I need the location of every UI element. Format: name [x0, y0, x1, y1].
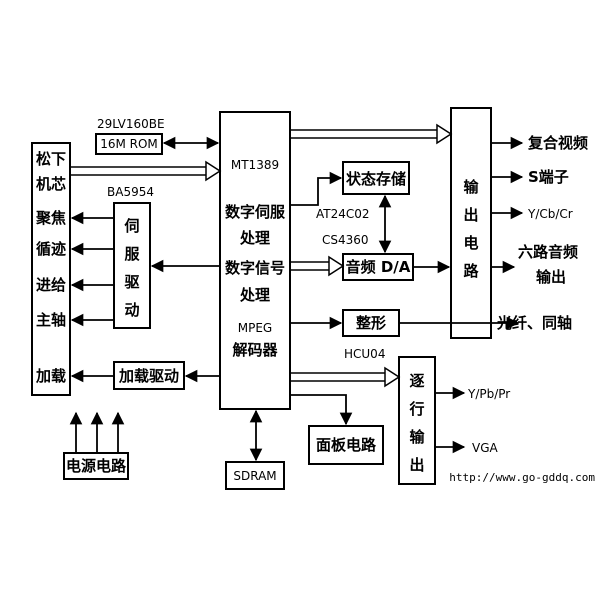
- power-box: [63, 452, 129, 480]
- ycbcr-label: Y/Cb/Cr: [527, 207, 573, 221]
- mt-to-storage-line: [290, 171, 343, 206]
- load-driver-label: 加载驱动: [118, 367, 179, 385]
- progressive-output-box: [398, 356, 436, 485]
- progressive-bus-arrowhead: [384, 366, 401, 388]
- servo-char-3: 驱: [124, 273, 139, 291]
- rom-label: 16M ROM: [100, 137, 158, 151]
- mt-title: MT1389: [231, 158, 279, 172]
- output-char-2: 出: [463, 206, 478, 224]
- prog-char-3: 输: [409, 428, 425, 446]
- hcu-chip-label: HCU04: [344, 347, 385, 361]
- output-char-3: 电: [463, 234, 478, 252]
- sdram-label: SDRAM: [233, 469, 276, 483]
- shaper-box: [342, 309, 400, 337]
- optical-coax-label: 光纤、同轴: [496, 314, 572, 332]
- mechanism-box: [31, 142, 71, 396]
- prog-char-4: 出: [409, 456, 424, 474]
- vga-label: VGA: [472, 441, 499, 455]
- mech-spindle: 主轴: [36, 311, 66, 329]
- output-char-4: 路: [463, 262, 479, 280]
- power-label: 电源电路: [66, 457, 127, 475]
- mech-load: 加载: [35, 367, 66, 385]
- sdram-box: [225, 461, 285, 490]
- video-bus-arrowhead: [436, 123, 453, 145]
- mt-line-3: 数字信号: [225, 259, 285, 277]
- output-circuit-box: [450, 107, 492, 339]
- mech-line-1: 松下: [36, 150, 66, 168]
- servo-char-1: 伺: [123, 217, 139, 235]
- mt-line-6: 解码器: [232, 341, 278, 359]
- rom-chip-label: 29LV160BE: [97, 117, 165, 131]
- panel-box: [308, 425, 384, 465]
- rom-box: [95, 133, 163, 155]
- shaper-label: 整形: [356, 314, 386, 332]
- mt-line-1: 数字伺服: [225, 203, 286, 221]
- signal-bus-arrowhead: [205, 160, 222, 182]
- watermark-url: http://www.go-gddq.com: [449, 471, 595, 484]
- s-video-label: S端子: [528, 168, 569, 186]
- state-storage-box: [342, 161, 410, 195]
- ypbpr-label: Y/Pb/Pr: [467, 387, 510, 401]
- mt-line-5: MPEG: [238, 321, 272, 335]
- mech-feed: 进给: [36, 276, 66, 294]
- audio-bus-arrowhead: [328, 255, 345, 277]
- mech-focus: 聚焦: [35, 209, 66, 227]
- audio-out-label-1: 六路音频: [518, 243, 578, 261]
- prog-char-2: 行: [408, 400, 424, 418]
- composite-label: 复合视频: [527, 134, 588, 152]
- mt-line-4: 处理: [239, 286, 270, 304]
- ba-chip-label: BA5954: [107, 185, 154, 199]
- at-chip-label: AT24C02: [316, 207, 370, 221]
- cs-chip-label: CS4360: [322, 233, 369, 247]
- panel-label: 面板电路: [316, 436, 377, 454]
- servo-driver-box: [113, 202, 151, 329]
- audio-out-label-2: 输出: [536, 268, 566, 286]
- mt-line-2: 处理: [239, 229, 270, 247]
- mt-to-panel-line: [290, 394, 353, 426]
- mech-tracking: 循迹: [36, 240, 66, 258]
- output-char-1: 输: [463, 178, 479, 196]
- state-storage-label: 状态存储: [346, 170, 406, 188]
- mt1389-box: [219, 111, 291, 410]
- servo-char-4: 动: [124, 301, 139, 319]
- servo-char-2: 服: [124, 245, 140, 263]
- prog-char-1: 逐: [409, 372, 424, 390]
- audio-da-label: 音频 D/A: [346, 258, 411, 276]
- mech-line-2: 机芯: [36, 175, 66, 193]
